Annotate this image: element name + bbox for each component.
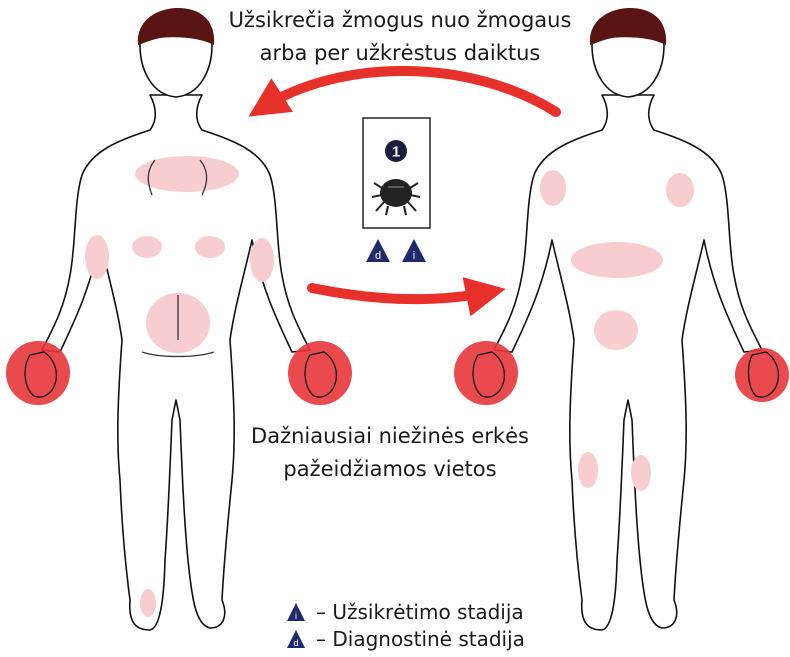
front-spot-groin (594, 310, 638, 350)
affected-sites-caption-line2: pažeidžiamos vietos (235, 453, 545, 486)
front-spot-armpit-right (666, 173, 694, 207)
transmission-caption-line2: arba per užkrėstus daiktus (200, 37, 600, 70)
front-figure-outline (494, 95, 762, 630)
transmission-arrow-bottom (312, 288, 490, 299)
transmission-caption: Užsikrečia žmogus nuo žmogaus arba per u… (200, 4, 600, 70)
lifecycle-frame (363, 118, 430, 228)
svg-text:i: i (295, 611, 297, 621)
svg-text:d: d (293, 638, 298, 648)
diagnostic-stage-icon: d (366, 239, 390, 262)
front-spot-waist (571, 242, 663, 278)
back-spot-elbow-right (250, 238, 274, 282)
human-front-view (454, 8, 789, 630)
back-hand-left-highlight (6, 341, 70, 405)
transmission-caption-line1: Užsikrečia žmogus nuo žmogaus (200, 4, 600, 37)
back-spot-elbow-left (85, 235, 109, 279)
transmission-arrow-top (262, 71, 556, 112)
affected-sites-caption-line1: Dažniausiai niežinės erkės (235, 420, 545, 453)
infective-stage-icon: i (286, 602, 306, 622)
front-spot-knee-left (578, 452, 598, 488)
badge-d-letter: d (375, 250, 381, 262)
step-number: 1 (392, 144, 400, 161)
badge-i-letter: i (413, 250, 415, 262)
back-spot-waist-right (195, 236, 225, 258)
lifecycle-box: 1 d i (363, 118, 430, 262)
diagnostic-stage-icon: d (286, 629, 306, 649)
back-spot-waist-left (132, 236, 162, 258)
legend-item-infective: i – Užsikrėtimo stadija (286, 599, 524, 625)
affected-sites-caption: Dažniausiai niežinės erkės pažeidžiamos … (235, 420, 545, 486)
legend-label-infective: – Užsikrėtimo stadija (316, 600, 524, 624)
back-spot-ankle (140, 589, 156, 617)
legend-item-diagnostic: d – Diagnostinė stadija (286, 626, 525, 652)
front-spot-knee-right (631, 455, 651, 491)
front-spot-armpit-left (540, 170, 566, 206)
back-spot-shoulders (135, 156, 239, 192)
front-hand-left-highlight (454, 341, 518, 405)
front-hand-right-highlight (735, 348, 789, 402)
legend-label-diagnostic: – Diagnostinė stadija (316, 627, 525, 651)
infective-stage-icon: i (402, 239, 426, 262)
human-back-view (6, 8, 352, 630)
back-hand-right-highlight (288, 341, 352, 405)
